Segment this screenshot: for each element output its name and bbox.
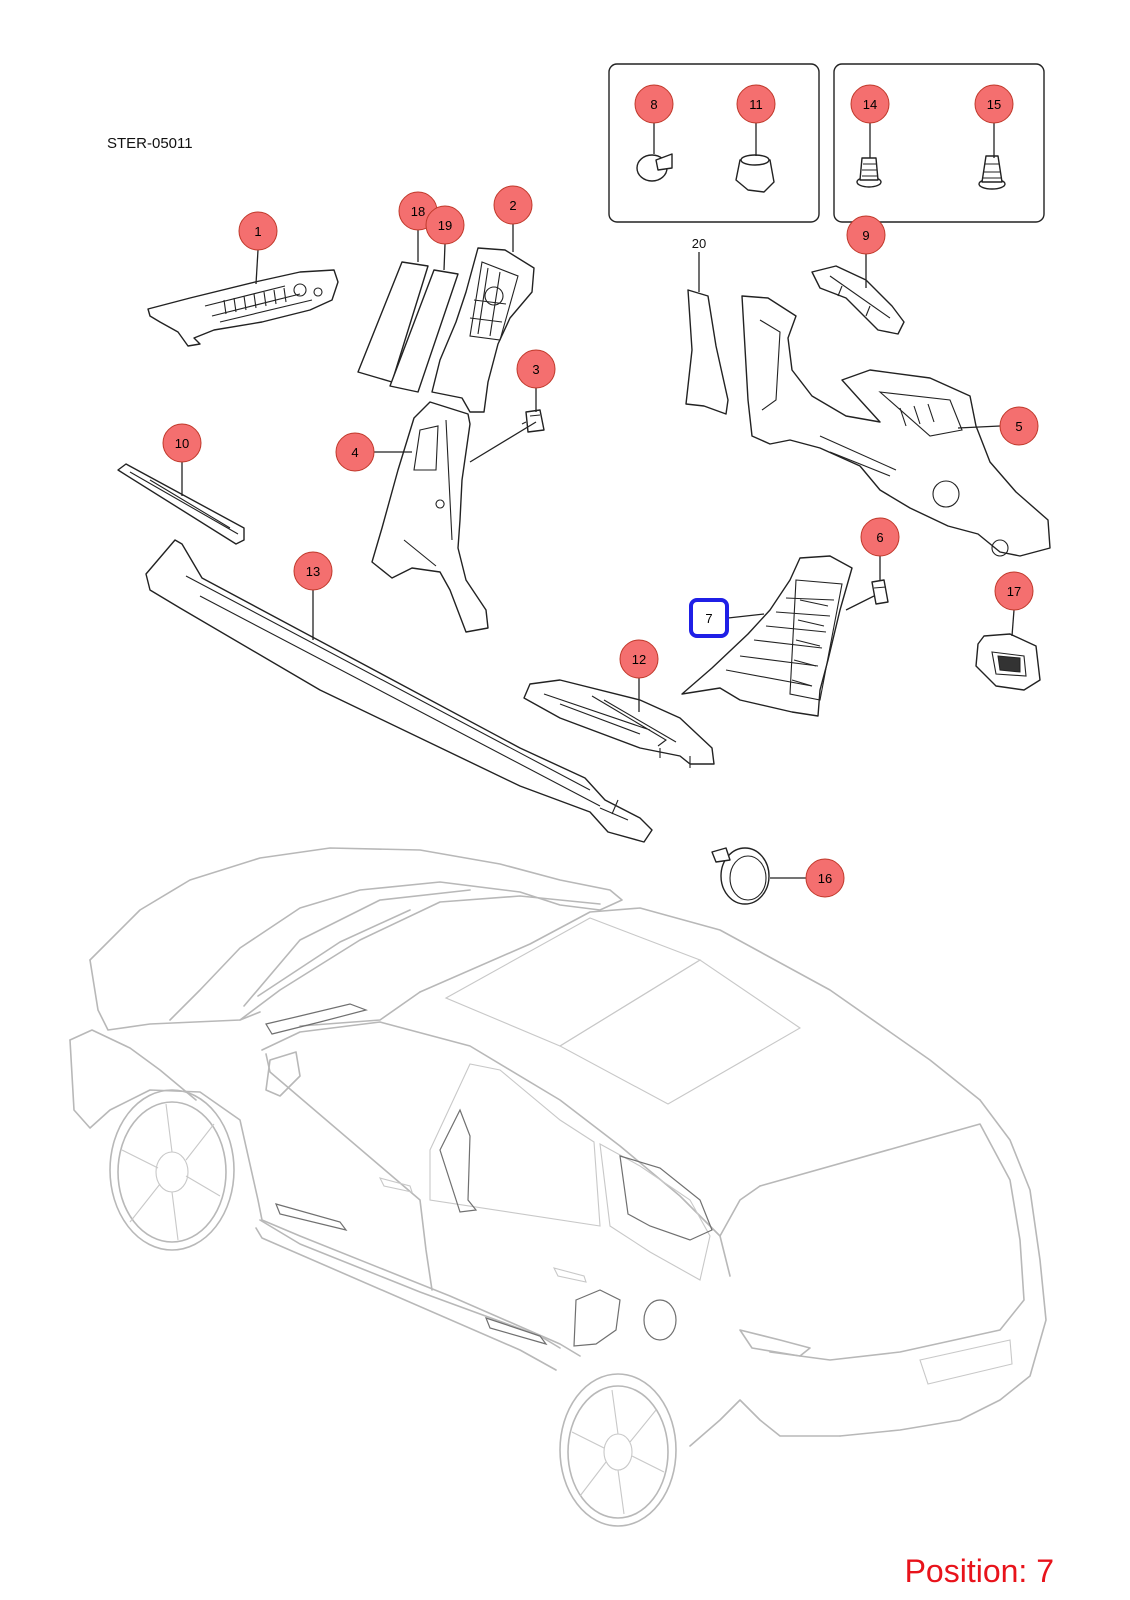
part-7-lower-quarter-trim: [681, 555, 853, 717]
callout-circle: [238, 211, 278, 251]
callout-15[interactable]: 15: [974, 84, 1014, 124]
callout-number: 1: [254, 224, 261, 239]
callout-14[interactable]: 14: [850, 84, 890, 124]
callout-circle: [850, 84, 890, 124]
callout-number: 18: [411, 204, 425, 219]
callout-circle: [335, 432, 375, 472]
callout-number: 4: [351, 445, 358, 460]
callout-circle: [994, 571, 1034, 611]
callout-number: 8: [650, 97, 657, 112]
callout-number: 5: [1015, 419, 1022, 434]
callout-17[interactable]: 17: [994, 571, 1034, 611]
callout-circle: [805, 858, 845, 898]
callout-circle: [999, 406, 1039, 446]
callout-circle: [293, 551, 333, 591]
fastener-14-screw: [856, 157, 882, 188]
callout-9[interactable]: 9: [846, 215, 886, 255]
part-10-sill-strip: [117, 463, 245, 545]
callout-circle: [162, 423, 202, 463]
callout-number: 17: [1007, 584, 1021, 599]
callout-19[interactable]: 19: [425, 205, 465, 245]
part-12-rear-sill-plate: [523, 679, 715, 768]
callout-13[interactable]: 13: [293, 551, 333, 591]
callout-2[interactable]: 2: [493, 185, 533, 225]
callout-circle: [846, 215, 886, 255]
part-5-rear-quarter-trim: [741, 295, 1051, 557]
part-9-upper-rear-trim: [811, 265, 905, 335]
callout-circle: [619, 639, 659, 679]
callout-circle: [516, 349, 556, 389]
callout-circle: [493, 185, 533, 225]
callout-11[interactable]: 11: [736, 84, 776, 124]
callout-number: 2: [509, 198, 516, 213]
leader-lines: [181, 122, 1015, 879]
fastener-box-left: [608, 63, 820, 223]
part-20-trim: [685, 289, 729, 415]
callout-number: 11: [749, 97, 763, 112]
callout-number: 14: [863, 97, 877, 112]
callout-7[interactable]: 7: [689, 598, 729, 638]
callout-10[interactable]: 10: [162, 423, 202, 463]
position-label: Position: 7: [905, 1553, 1054, 1589]
callout-number: 7: [705, 611, 712, 626]
fastener-11-clip: [735, 154, 775, 193]
part-2-upper-b-pillar-trim: [431, 247, 535, 413]
diagram-code: STER-05011: [107, 135, 193, 152]
callout-number: 13: [306, 564, 320, 579]
callout-circle: [425, 205, 465, 245]
part-17-module: [975, 633, 1041, 691]
callout-circle: [736, 84, 776, 124]
callout-number: 15: [987, 97, 1001, 112]
part-4-lower-b-pillar-trim: [371, 401, 489, 633]
part-16-fuel-flap: [711, 847, 770, 905]
callout-number: 10: [175, 436, 189, 451]
part-6-clip: [871, 579, 889, 605]
part-19-strip: [389, 269, 459, 393]
callout-1[interactable]: 1: [238, 211, 278, 251]
callout-circle: [860, 517, 900, 557]
callout-number: 9: [862, 228, 869, 243]
callout-number: 19: [438, 218, 452, 233]
part-13-rocker-panel: [145, 539, 653, 843]
callout-5[interactable]: 5: [999, 406, 1039, 446]
part-1-a-pillar-trim: [147, 269, 339, 347]
callout-number: 6: [876, 530, 883, 545]
fastener-8-push-pin: [636, 153, 673, 182]
callout-circle: [974, 84, 1014, 124]
callout-16[interactable]: 16: [805, 858, 845, 898]
callout-number: 3: [532, 362, 539, 377]
plain-label-20: 20: [692, 236, 706, 251]
callout-4[interactable]: 4: [335, 432, 375, 472]
vehicle-illustration: [69, 847, 1047, 1527]
callout-8[interactable]: 8: [634, 84, 674, 124]
callout-12[interactable]: 12: [619, 639, 659, 679]
part-3-clip: [521, 409, 545, 433]
callout-3[interactable]: 3: [516, 349, 556, 389]
callout-number: 16: [818, 871, 832, 886]
callout-highlight-box: [689, 598, 729, 638]
callout-circle: [634, 84, 674, 124]
callout-6[interactable]: 6: [860, 517, 900, 557]
callout-number: 12: [632, 652, 646, 667]
